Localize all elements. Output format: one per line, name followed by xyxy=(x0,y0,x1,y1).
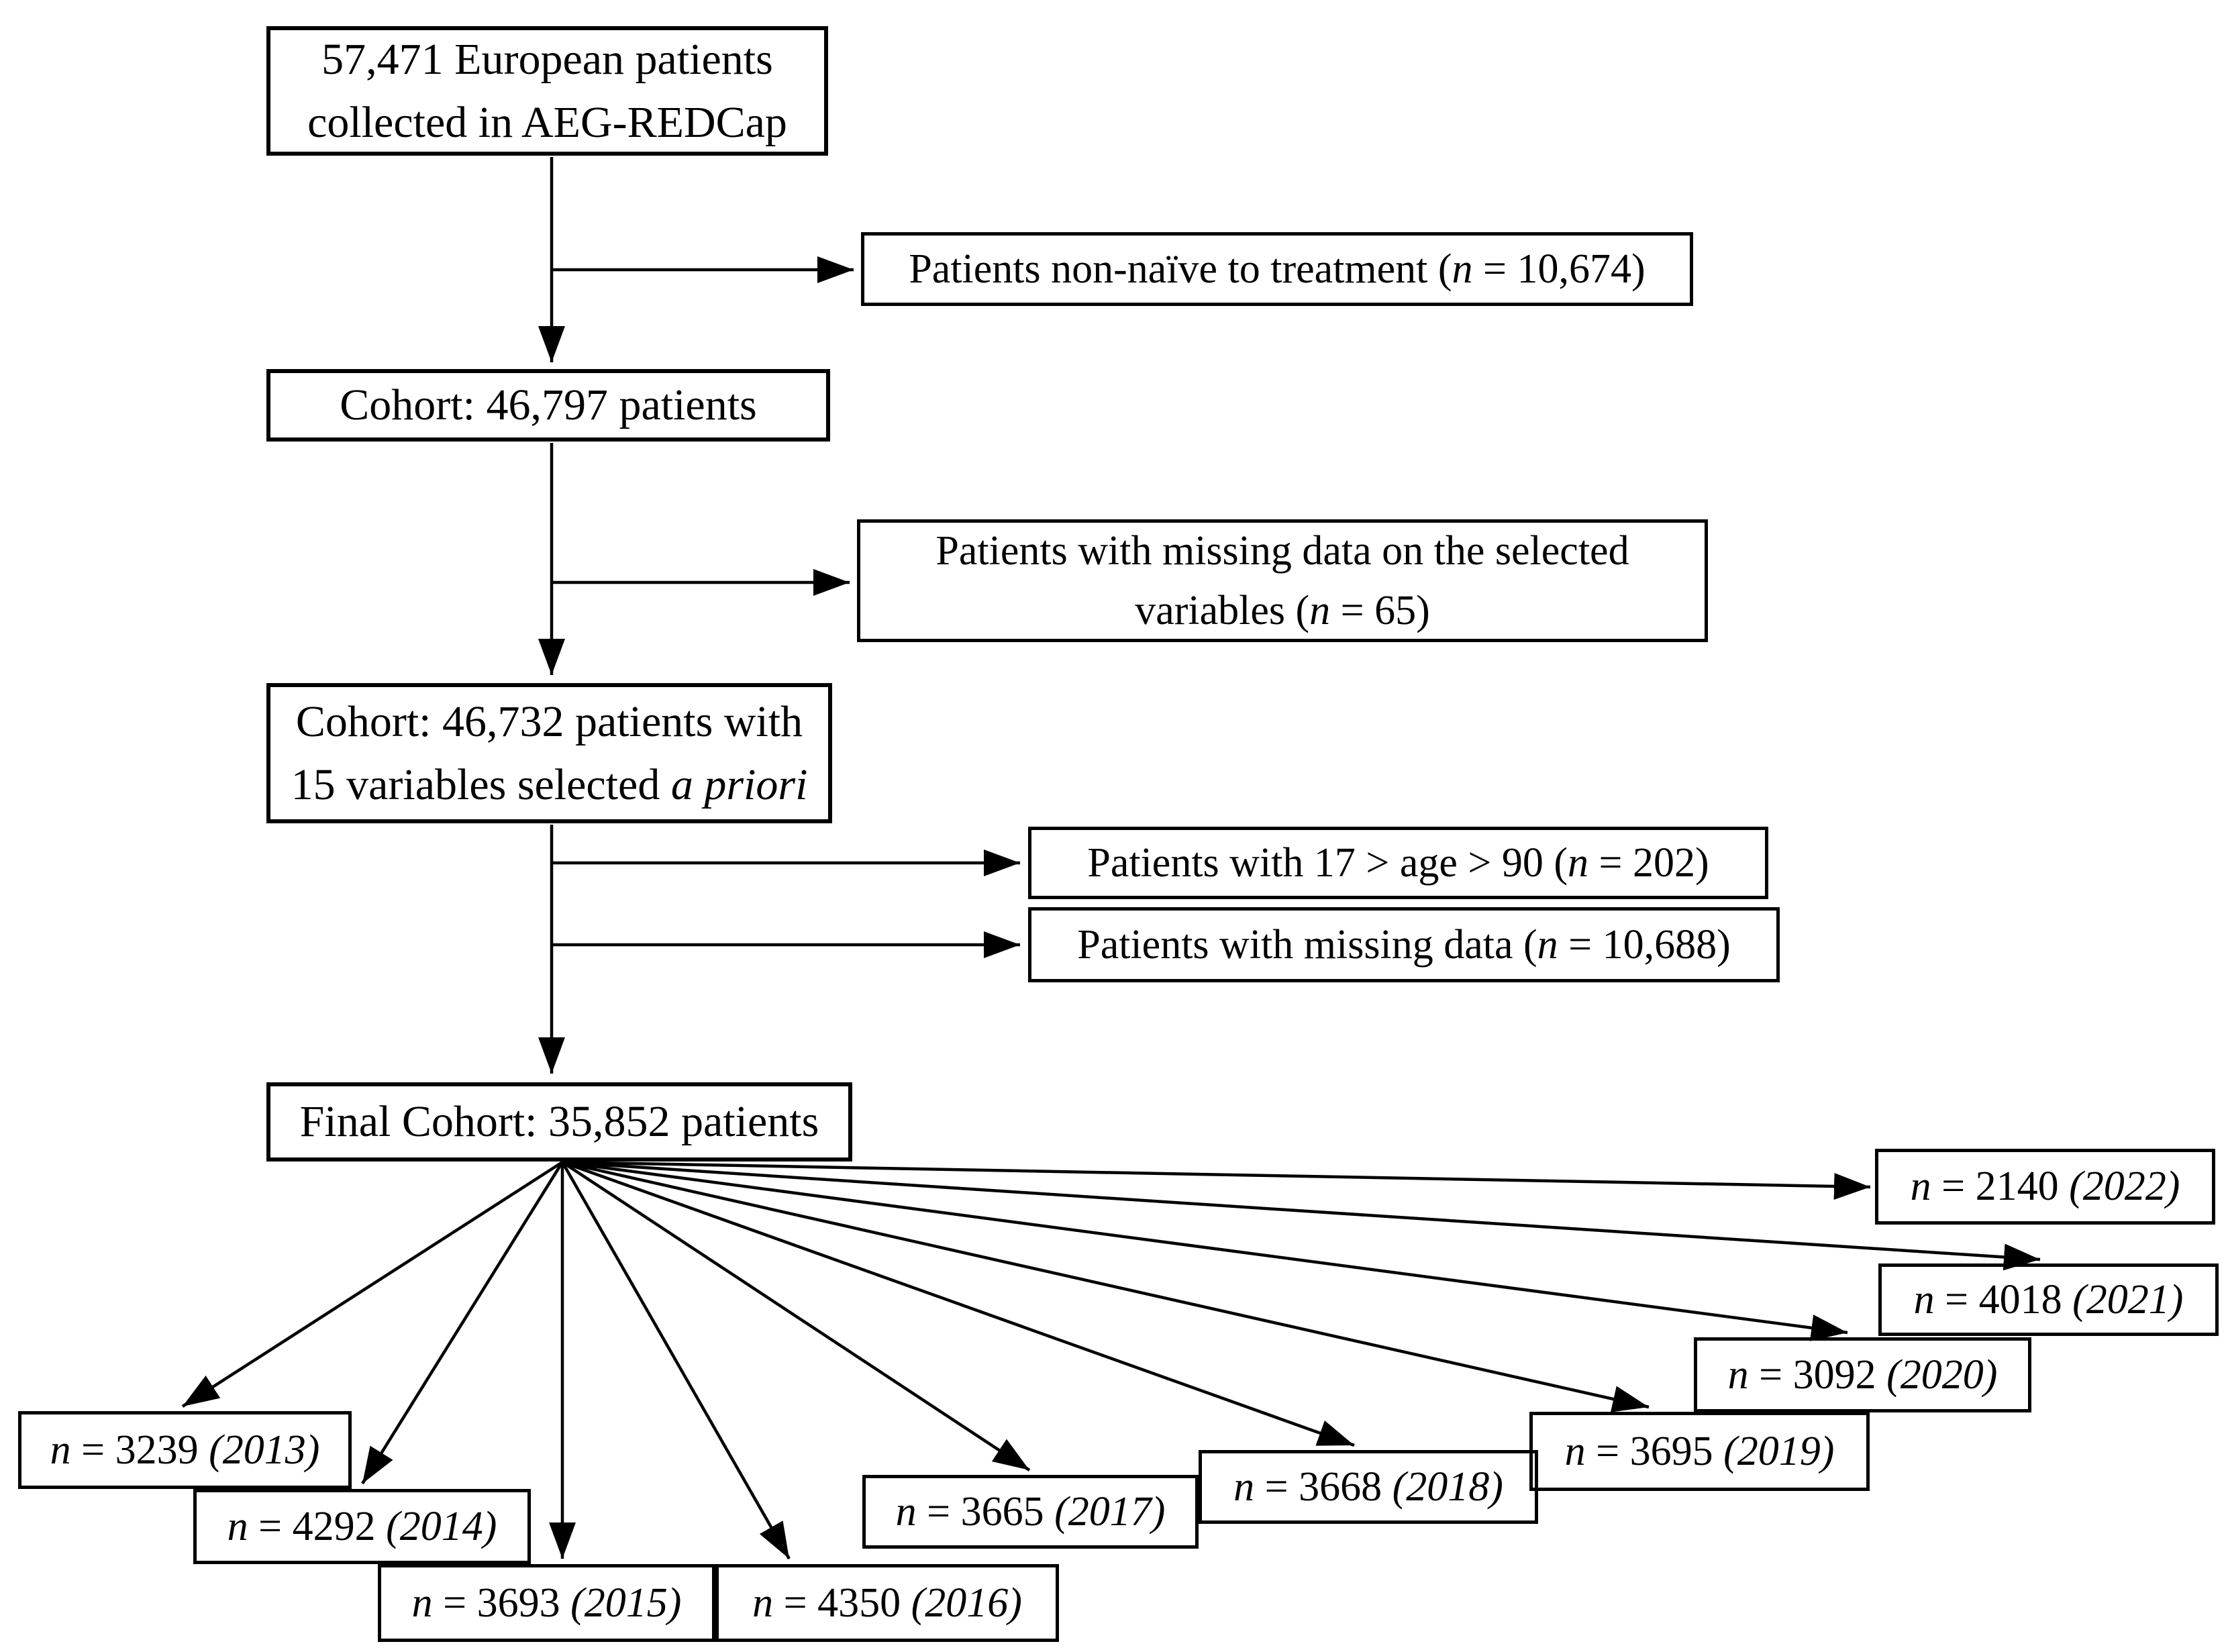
arrow-to-2021 xyxy=(562,1160,2041,1271)
box-year-2022: n = 2140 (2022) xyxy=(1875,1149,2215,1225)
text-line: Patients with missing data on the select… xyxy=(935,521,1629,580)
arrow-to-2020 xyxy=(562,1160,1848,1341)
text-segment: = 4018 xyxy=(1934,1276,2073,1323)
text-segment: (2020) xyxy=(1886,1351,1998,1398)
text-segment: (2014) xyxy=(386,1503,497,1549)
text-segment: Cohort: 46,732 patients with xyxy=(295,696,803,746)
text-segment: = 4350 xyxy=(773,1580,911,1626)
text-segment: variables ( xyxy=(1135,587,1310,633)
text-segment: n xyxy=(50,1427,71,1473)
text-segment: n xyxy=(1452,246,1473,292)
text-segment: (2013) xyxy=(209,1427,320,1473)
text-segment: n xyxy=(752,1580,774,1626)
box-excluded-non-naive: Patients non-naïve to treatment (n = 10,… xyxy=(861,232,1693,306)
text-segment: = 10,688) xyxy=(1558,921,1731,968)
text-line: Patients non-naïve to treatment (n = 10,… xyxy=(909,240,1645,299)
text-segment: = 202) xyxy=(1588,839,1709,886)
text-segment: n xyxy=(1309,587,1331,633)
arrow-to-2013 xyxy=(181,1161,564,1408)
text-segment: n xyxy=(1913,1276,1935,1323)
text-line: n = 3668 (2018) xyxy=(1233,1457,1503,1516)
arrow-to-2014 xyxy=(361,1161,564,1485)
box-year-2019: n = 3695 (2019) xyxy=(1529,1412,1870,1491)
text-line: Cohort: 46,797 patients xyxy=(340,374,756,437)
text-segment: = 3665 xyxy=(916,1488,1055,1535)
text-line: 15 variables selected a priori xyxy=(291,754,808,817)
text-segment: = 3239 xyxy=(70,1427,209,1473)
text-segment: collected in AEG-REDCap xyxy=(307,97,787,147)
text-line: collected in AEG-REDCap xyxy=(307,91,787,154)
box-year-2020: n = 3092 (2020) xyxy=(1694,1337,2031,1412)
text-segment: (2017) xyxy=(1054,1488,1166,1535)
text-segment: n xyxy=(1727,1351,1749,1398)
text-segment: Patients with missing data on the select… xyxy=(935,528,1629,574)
box-excluded-missing-data: Patients with missing data (n = 10,688) xyxy=(1028,907,1780,982)
text-line: n = 4350 (2016) xyxy=(752,1573,1022,1633)
box-year-2017: n = 3665 (2017) xyxy=(862,1475,1199,1549)
text-segment: (2022) xyxy=(2069,1164,2180,1210)
text-segment: = 4292 xyxy=(248,1503,387,1549)
text-line: n = 3695 (2019) xyxy=(1565,1422,1835,1481)
text-segment: = 3092 xyxy=(1748,1351,1887,1398)
text-segment: n xyxy=(227,1503,248,1549)
text-segment: (2015) xyxy=(570,1580,682,1626)
arrow-to-2022 xyxy=(562,1160,1871,1200)
text-line: n = 3693 (2015) xyxy=(412,1573,682,1633)
box-excluded-missing-selected-variables: Patients with missing data on the select… xyxy=(857,519,1708,642)
box-year-2015: n = 3693 (2015) xyxy=(378,1564,715,1642)
text-segment: n xyxy=(1233,1463,1255,1510)
text-line: n = 3665 (2017) xyxy=(896,1482,1166,1541)
arrow-to-2019 xyxy=(562,1160,1650,1412)
text-segment: 57,471 European patients xyxy=(321,34,773,84)
text-segment: n xyxy=(1564,1428,1586,1474)
arrow-to-2018 xyxy=(562,1160,1355,1447)
text-line: n = 4018 (2021) xyxy=(1914,1270,2184,1329)
box-year-2021: n = 4018 (2021) xyxy=(1878,1263,2219,1336)
box-cohort-46732: Cohort: 46,732 patients with 15 variables… xyxy=(266,683,832,823)
text-segment: n xyxy=(1537,921,1558,968)
text-segment: = 65) xyxy=(1330,587,1430,633)
box-initial-cohort: 57,471 European patients collected in AEG… xyxy=(266,26,828,156)
text-segment: (2019) xyxy=(1723,1428,1835,1474)
box-year-2013: n = 3239 (2013) xyxy=(18,1411,352,1489)
box-year-2018: n = 3668 (2018) xyxy=(1199,1450,1538,1524)
text-segment: Patients non-naïve to treatment ( xyxy=(909,246,1452,292)
text-line: Cohort: 46,732 patients with xyxy=(296,690,803,754)
text-segment: n xyxy=(411,1580,433,1626)
text-segment: = 3668 xyxy=(1254,1463,1393,1510)
text-segment: (2016) xyxy=(911,1580,1022,1626)
text-line: n = 2140 (2022) xyxy=(1911,1157,2180,1216)
text-segment: (2018) xyxy=(1392,1463,1503,1510)
text-segment: = 10,674) xyxy=(1472,246,1646,292)
box-final-cohort: Final Cohort: 35,852 patients xyxy=(266,1082,852,1161)
text-segment: = 2140 xyxy=(1931,1164,2070,1210)
text-line: 57,471 European patients xyxy=(321,28,773,91)
text-segment: Cohort: 46,797 patients xyxy=(340,380,757,430)
arrow-to-2016 xyxy=(561,1161,791,1560)
arrow-to-2017 xyxy=(561,1161,1031,1472)
text-segment: a priori xyxy=(670,760,808,809)
text-segment: (2021) xyxy=(2072,1276,2184,1323)
box-year-2014: n = 4292 (2014) xyxy=(193,1489,531,1564)
text-segment: n xyxy=(1568,839,1589,886)
box-cohort-46797: Cohort: 46,797 patients xyxy=(266,369,830,442)
text-segment: Final Cohort: 35,852 patients xyxy=(299,1097,819,1147)
text-line: n = 3239 (2013) xyxy=(50,1421,320,1480)
text-segment: n xyxy=(1910,1164,1931,1210)
text-line: n = 4292 (2014) xyxy=(227,1497,497,1556)
box-excluded-age-range: Patients with 17 > age > 90 (n = 202) xyxy=(1028,827,1768,899)
text-segment: = 3695 xyxy=(1585,1428,1724,1474)
text-line: variables (n = 65) xyxy=(1135,581,1430,640)
text-segment: Patients with missing data ( xyxy=(1077,921,1537,968)
text-segment: n xyxy=(895,1488,917,1535)
text-segment: = 3693 xyxy=(432,1580,571,1626)
text-line: n = 3092 (2020) xyxy=(1728,1345,1998,1404)
text-segment: Patients with 17 > age > 90 ( xyxy=(1087,839,1568,886)
text-line: Final Cohort: 35,852 patients xyxy=(300,1090,819,1153)
box-year-2016: n = 4350 (2016) xyxy=(715,1564,1059,1642)
text-line: Patients with missing data (n = 10,688) xyxy=(1077,915,1731,974)
text-line: Patients with 17 > age > 90 (n = 202) xyxy=(1087,833,1709,892)
text-segment: 15 variables selected xyxy=(291,760,671,809)
